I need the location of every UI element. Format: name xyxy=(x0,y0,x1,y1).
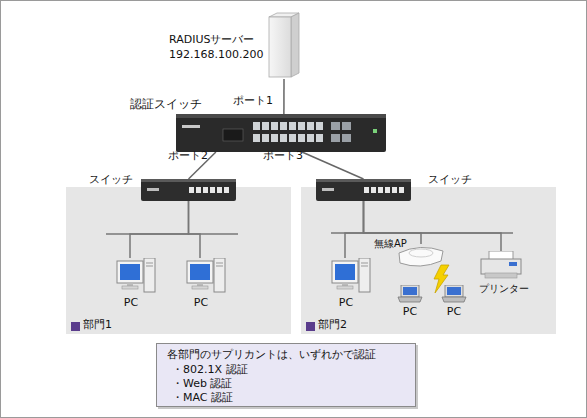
node-label: 認証スイッチ xyxy=(130,98,202,111)
department-band: 部門1スイッチPCPC xyxy=(66,187,291,334)
server-top xyxy=(269,13,299,17)
network-link xyxy=(283,79,285,114)
switch-node: スイッチ xyxy=(316,179,411,201)
auth-switch-node: 認証スイッチ xyxy=(176,114,386,152)
node-label: 各部門のサプリカントは、いずれかで認証 xyxy=(167,348,376,361)
node-label: PC xyxy=(441,305,467,318)
auth-switch-body xyxy=(176,114,386,152)
server-front xyxy=(269,17,291,77)
node-label: PC xyxy=(331,296,361,309)
node-label: 部門1 xyxy=(83,318,112,331)
auth-switch-top xyxy=(176,114,386,118)
network-link xyxy=(302,152,364,179)
note-box: 各部門のサプリカントは、いずれかで認証・802.1X 認証・Web 認証・MAC… xyxy=(156,343,416,407)
auth-switch-console xyxy=(223,129,243,141)
auth-switch-sfp xyxy=(331,122,351,142)
node-label: 192.168.100.200 xyxy=(169,48,263,61)
node-label: PC xyxy=(186,296,216,309)
node-label: ・802.1X 認証 xyxy=(172,363,248,376)
auth-switch-logo xyxy=(182,125,200,128)
pc-node: PC xyxy=(331,258,371,310)
laptop-node: PC xyxy=(397,285,423,319)
auth-switch-ports xyxy=(253,122,323,142)
auth-switch-led xyxy=(373,129,377,133)
printer-node: プリンター xyxy=(479,251,523,295)
node-label: 部門2 xyxy=(318,318,347,331)
server-node: RADIUSサーバー192.168.100.200 xyxy=(267,11,301,79)
node-label: 無線AP xyxy=(374,237,407,250)
node-label: ・Web 認証 xyxy=(172,377,232,390)
node-label: スイッチ xyxy=(89,173,133,186)
node-label: RADIUSサーバー xyxy=(169,33,254,46)
switch-node: スイッチ xyxy=(141,179,236,201)
node-label: プリンター xyxy=(479,282,529,295)
node-label: PC xyxy=(116,296,146,309)
wireless-ap-node: 無線AP xyxy=(398,244,444,268)
laptop-node: PC xyxy=(441,285,467,319)
port-label: ポート2 xyxy=(168,149,208,162)
department-band: 部門2スイッチPC無線APプリンターPCPC xyxy=(301,187,556,334)
port-label: ポート3 xyxy=(263,149,303,162)
server-side xyxy=(291,13,299,77)
node-label: スイッチ xyxy=(428,173,472,186)
port-label: ポート1 xyxy=(233,94,273,107)
node-label: ・MAC 認証 xyxy=(172,391,233,404)
pc-node: PC xyxy=(116,258,156,310)
node-label: PC xyxy=(397,305,423,318)
pc-node: PC xyxy=(186,258,226,310)
